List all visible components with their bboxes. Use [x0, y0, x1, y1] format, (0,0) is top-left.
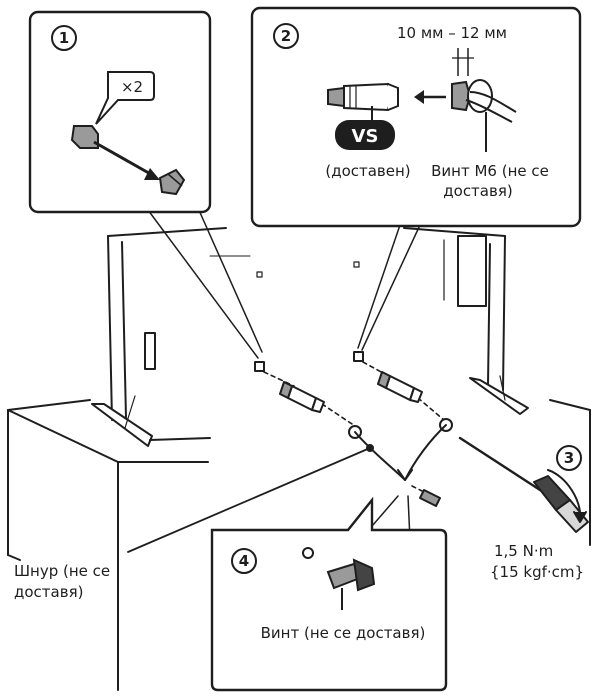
m6-screw-icon: [451, 79, 517, 152]
right-vs-bolt: [377, 371, 423, 403]
left-fixing-hole: [254, 361, 265, 372]
left-vs-bolt: [279, 381, 325, 413]
speech-bubble: [95, 71, 155, 125]
torque-label-2: {15 kgf·cm}: [490, 563, 584, 581]
measure-label: 10 мм – 12 мм: [397, 24, 507, 42]
wood-screw-icon: [302, 547, 376, 610]
cord-label-1: Шнур (не се: [14, 562, 110, 580]
vs-badge-label: VS: [352, 126, 379, 147]
step2-number: 2: [281, 27, 291, 45]
step1-panel: 1 ×2: [28, 10, 212, 214]
small-screw-icon: [158, 168, 186, 196]
quantity-label: ×2: [121, 78, 143, 96]
cabinet: [7, 399, 591, 691]
step2-panel: 2 10 мм – 12 мм VS (доставен) Винт M6 (н…: [250, 6, 582, 228]
screwdriver: [458, 436, 589, 533]
vs-bolt-icon: [327, 82, 399, 120]
right-fixing-hole: [353, 351, 364, 362]
step1-number: 1: [59, 29, 69, 47]
step3-marker: 3 1,5 N·m {15 kgf·cm}: [490, 445, 584, 581]
step4-number: 4: [239, 552, 249, 570]
m6-screw-label-1: Винт M6 (не се: [431, 162, 549, 180]
step4-panel: 4 Винт (не се доставя): [210, 496, 448, 692]
cap-icon: [70, 125, 99, 149]
m6-screw-label-2: доставя): [443, 182, 512, 200]
torque-label-1: 1,5 N·m: [494, 542, 553, 560]
cord: [348, 418, 453, 481]
step4-screw-label: Винт (не се доставя): [261, 624, 426, 642]
vs-badge: [335, 120, 395, 150]
tv-stand-feet: [91, 375, 529, 447]
step3-number: 3: [564, 449, 574, 467]
cord-label-2: доставя): [14, 583, 83, 601]
supplied-label: (доставен): [325, 162, 410, 180]
tv-back-panel: [107, 227, 506, 421]
